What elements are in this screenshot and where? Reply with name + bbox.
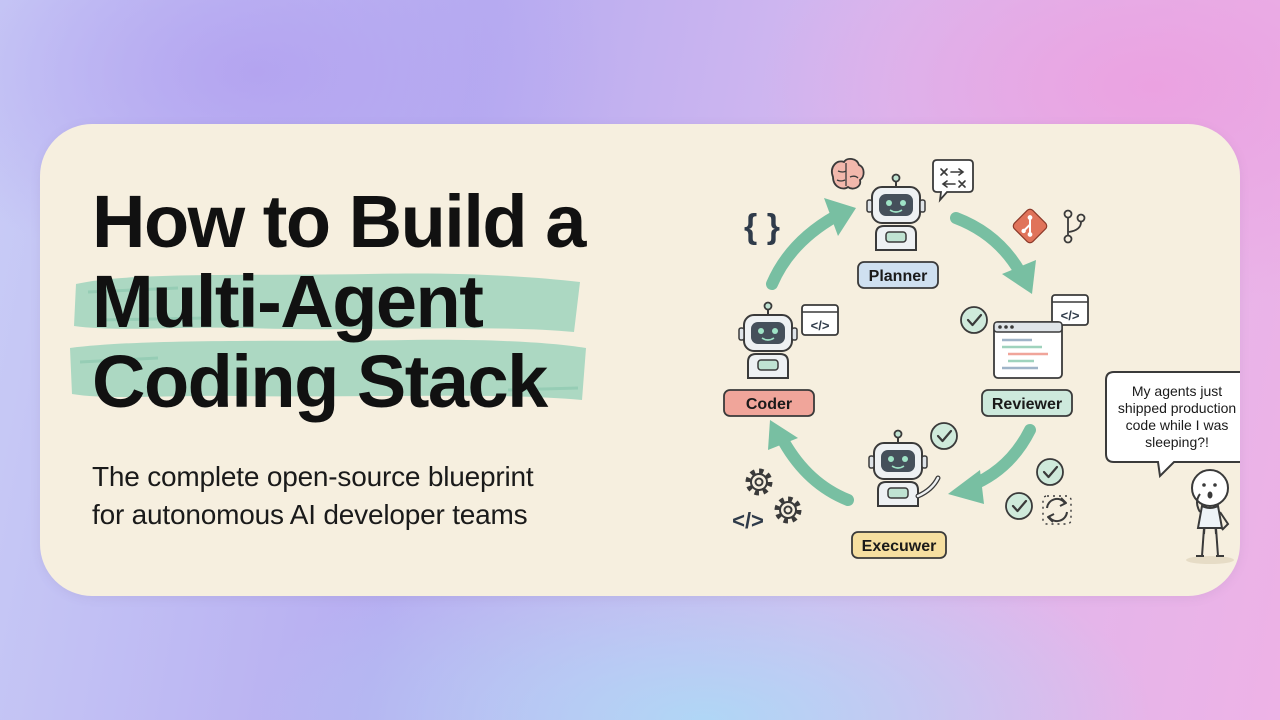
agent-cycle-diagram: Planner { } (723, 158, 1240, 564)
arrow-planner-to-reviewer (950, 212, 1036, 294)
gear-icon (777, 499, 799, 521)
executor-agent (868, 429, 941, 507)
person-icon (1186, 469, 1234, 564)
braces-icon: { } (744, 208, 780, 246)
coder-agent (738, 301, 798, 379)
code-window-icon: </> (1051, 294, 1089, 326)
code-window-icon: </> (801, 304, 839, 336)
check-icon (959, 305, 989, 335)
planner-label-badge: Planner (857, 261, 939, 289)
executor-label: Execuwer (862, 538, 937, 555)
git-icon (1012, 208, 1048, 244)
subtitle: The complete open-source blueprint for a… (92, 458, 534, 534)
title-line-1: How to Build a (92, 180, 586, 263)
reviewer-label-badge: Reviewer (981, 389, 1073, 417)
page-title: How to Build a Multi-Agent Coding Stack (92, 180, 586, 423)
shuffle-icon (932, 159, 974, 203)
executor-label-badge: Execuwer (851, 531, 947, 559)
highlight-brush-stroke (70, 273, 586, 400)
planner-label: Planner (869, 268, 928, 285)
speech-line-4: sleeping?! (1145, 434, 1209, 450)
brain-icon (831, 158, 865, 190)
reviewer-label: Reviewer (992, 396, 1062, 413)
branch-icon (1063, 209, 1086, 244)
subtitle-line-1: The complete open-source blueprint (92, 461, 534, 492)
coder-label: Coder (746, 396, 792, 413)
gear-icon (748, 471, 770, 493)
title-line-3: Coding Stack (92, 340, 548, 423)
speech-line-1: My agents just (1132, 383, 1222, 399)
check-icon (929, 421, 959, 451)
code-window-glyph: </> (1061, 308, 1080, 323)
title-line-2: Multi-Agent (92, 260, 484, 343)
arrow-coder-to-planner (766, 198, 856, 290)
robot-icon (866, 173, 926, 251)
planner-agent (866, 173, 926, 251)
hero-card: How to Build a Multi-Agent Coding Stack … (40, 124, 1240, 596)
speech-bubble: My agents just shipped production code w… (1105, 371, 1240, 479)
coder-label-badge: Coder (723, 389, 815, 417)
arrow-reviewer-to-executor (948, 424, 1036, 504)
subtitle-line-2: for autonomous AI developer teams (92, 499, 528, 530)
code-icon: </> (732, 508, 764, 533)
check-icon (1035, 457, 1065, 487)
refresh-icon (1042, 495, 1072, 525)
robot-icon (738, 301, 798, 379)
arrow-executor-to-coder (768, 420, 854, 506)
speech-line-2: shipped production (1118, 400, 1236, 416)
check-icon (1004, 491, 1034, 521)
editor-window-icon (993, 321, 1063, 379)
coder-window-glyph: </> (811, 318, 830, 333)
speech-line-3: code while I was (1126, 417, 1229, 433)
